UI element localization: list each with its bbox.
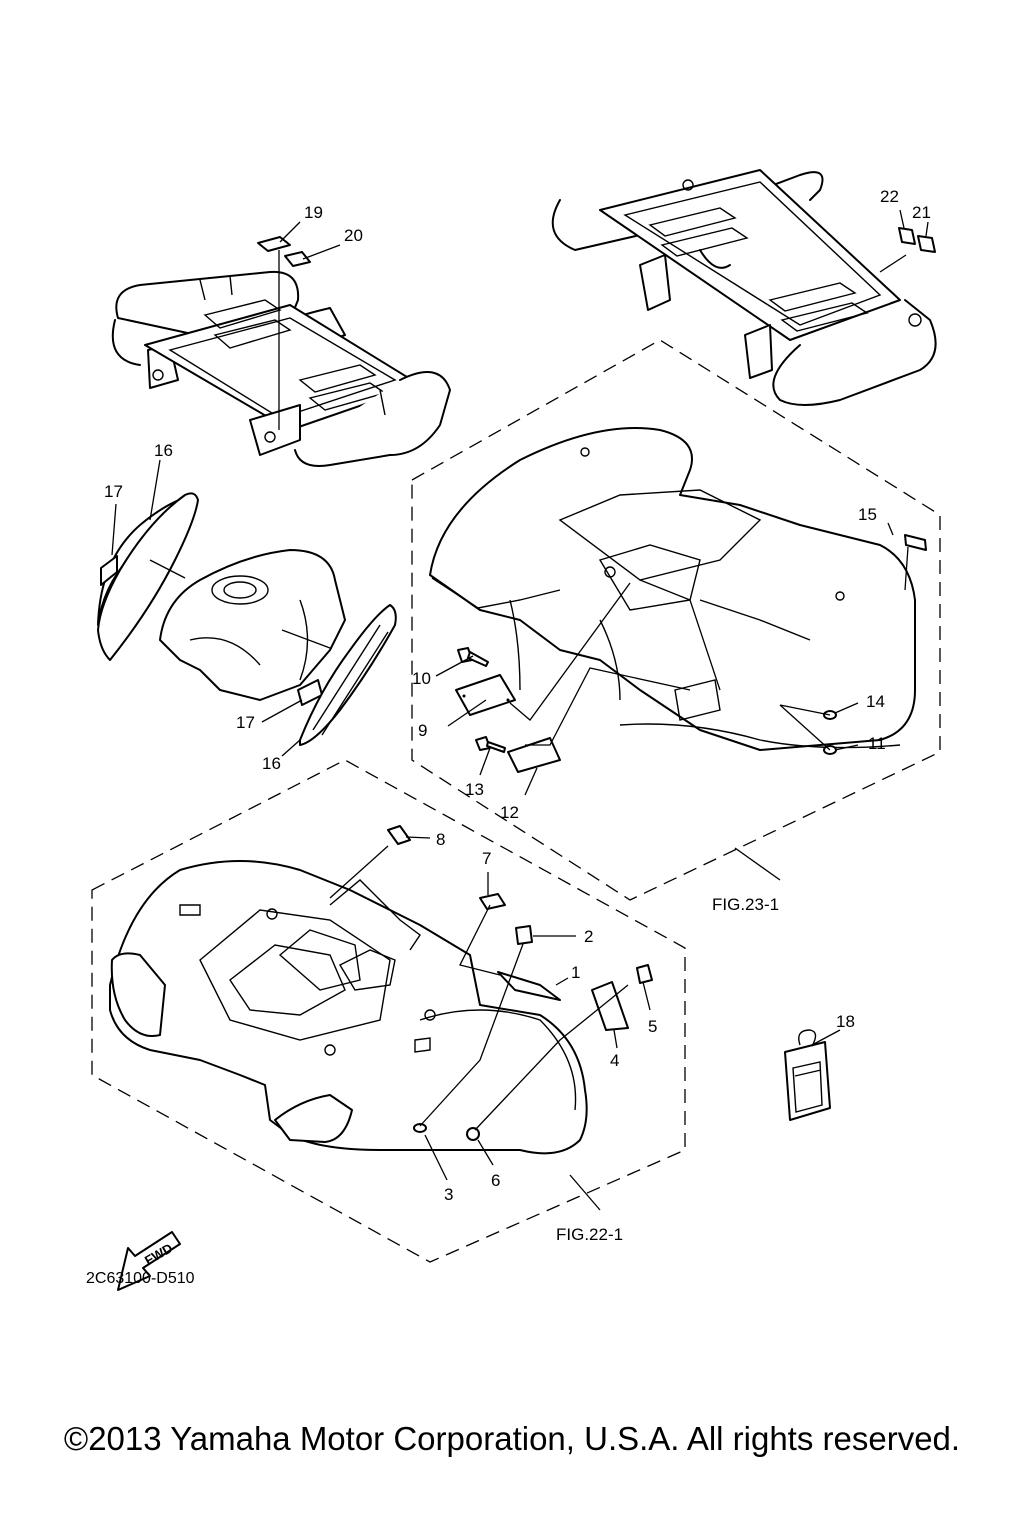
rear-fender-hardware: [435, 522, 927, 881]
callout-7: 7: [482, 849, 491, 868]
label-19-20-decals: [257, 221, 341, 430]
callout-14: 14: [866, 692, 885, 711]
callout-16-top: 16: [154, 441, 173, 460]
front-fender-assembly: [91, 759, 686, 1263]
callout-22: 22: [880, 187, 899, 206]
rear-fender-assembly: [411, 339, 941, 901]
callout-11: 11: [868, 734, 886, 753]
callout-15: 15: [858, 505, 877, 524]
tag-18: [784, 1029, 841, 1121]
tank-decal-leaders: [111, 459, 303, 757]
copyright-notice: ©2013 Yamaha Motor Corporation, U.S.A. A…: [63, 1420, 961, 1457]
callout-2: 2: [584, 927, 593, 946]
rear-carrier-rack: [551, 169, 937, 406]
callout-10: 10: [412, 669, 431, 688]
callout-9: 9: [418, 721, 427, 740]
callout-3: 3: [444, 1185, 453, 1204]
callout-18: 18: [836, 1012, 855, 1031]
diagram-code: 2C63100-D510: [86, 1270, 195, 1287]
callout-19: 19: [304, 203, 323, 222]
fig-ref-22-1: FIG.22-1: [556, 1225, 623, 1244]
callout-17-top: 17: [104, 482, 123, 501]
callout-1: 1: [571, 963, 580, 982]
front-carrier-rack: [111, 270, 451, 467]
callout-12: 12: [500, 803, 519, 822]
callout-6: 6: [491, 1171, 500, 1190]
callout-21: 21: [912, 203, 931, 222]
tank-cover-assembly: [97, 492, 397, 746]
callout-13: 13: [465, 780, 484, 799]
callout-16-bottom: 16: [262, 754, 281, 773]
callout-5: 5: [648, 1017, 657, 1036]
label-21-22-decals: [879, 209, 936, 273]
front-fender-hardware: [329, 825, 653, 1211]
fig-ref-23-1: FIG.23-1: [712, 895, 779, 914]
callout-8: 8: [436, 830, 445, 849]
callout-17-bottom: 17: [236, 713, 255, 732]
callout-4: 4: [610, 1051, 619, 1070]
callout-20: 20: [344, 226, 363, 245]
callout-labels: 1 2 3 4 5 6 7 8 9 10 11 12 13 14 15 16 1…: [104, 187, 931, 1204]
